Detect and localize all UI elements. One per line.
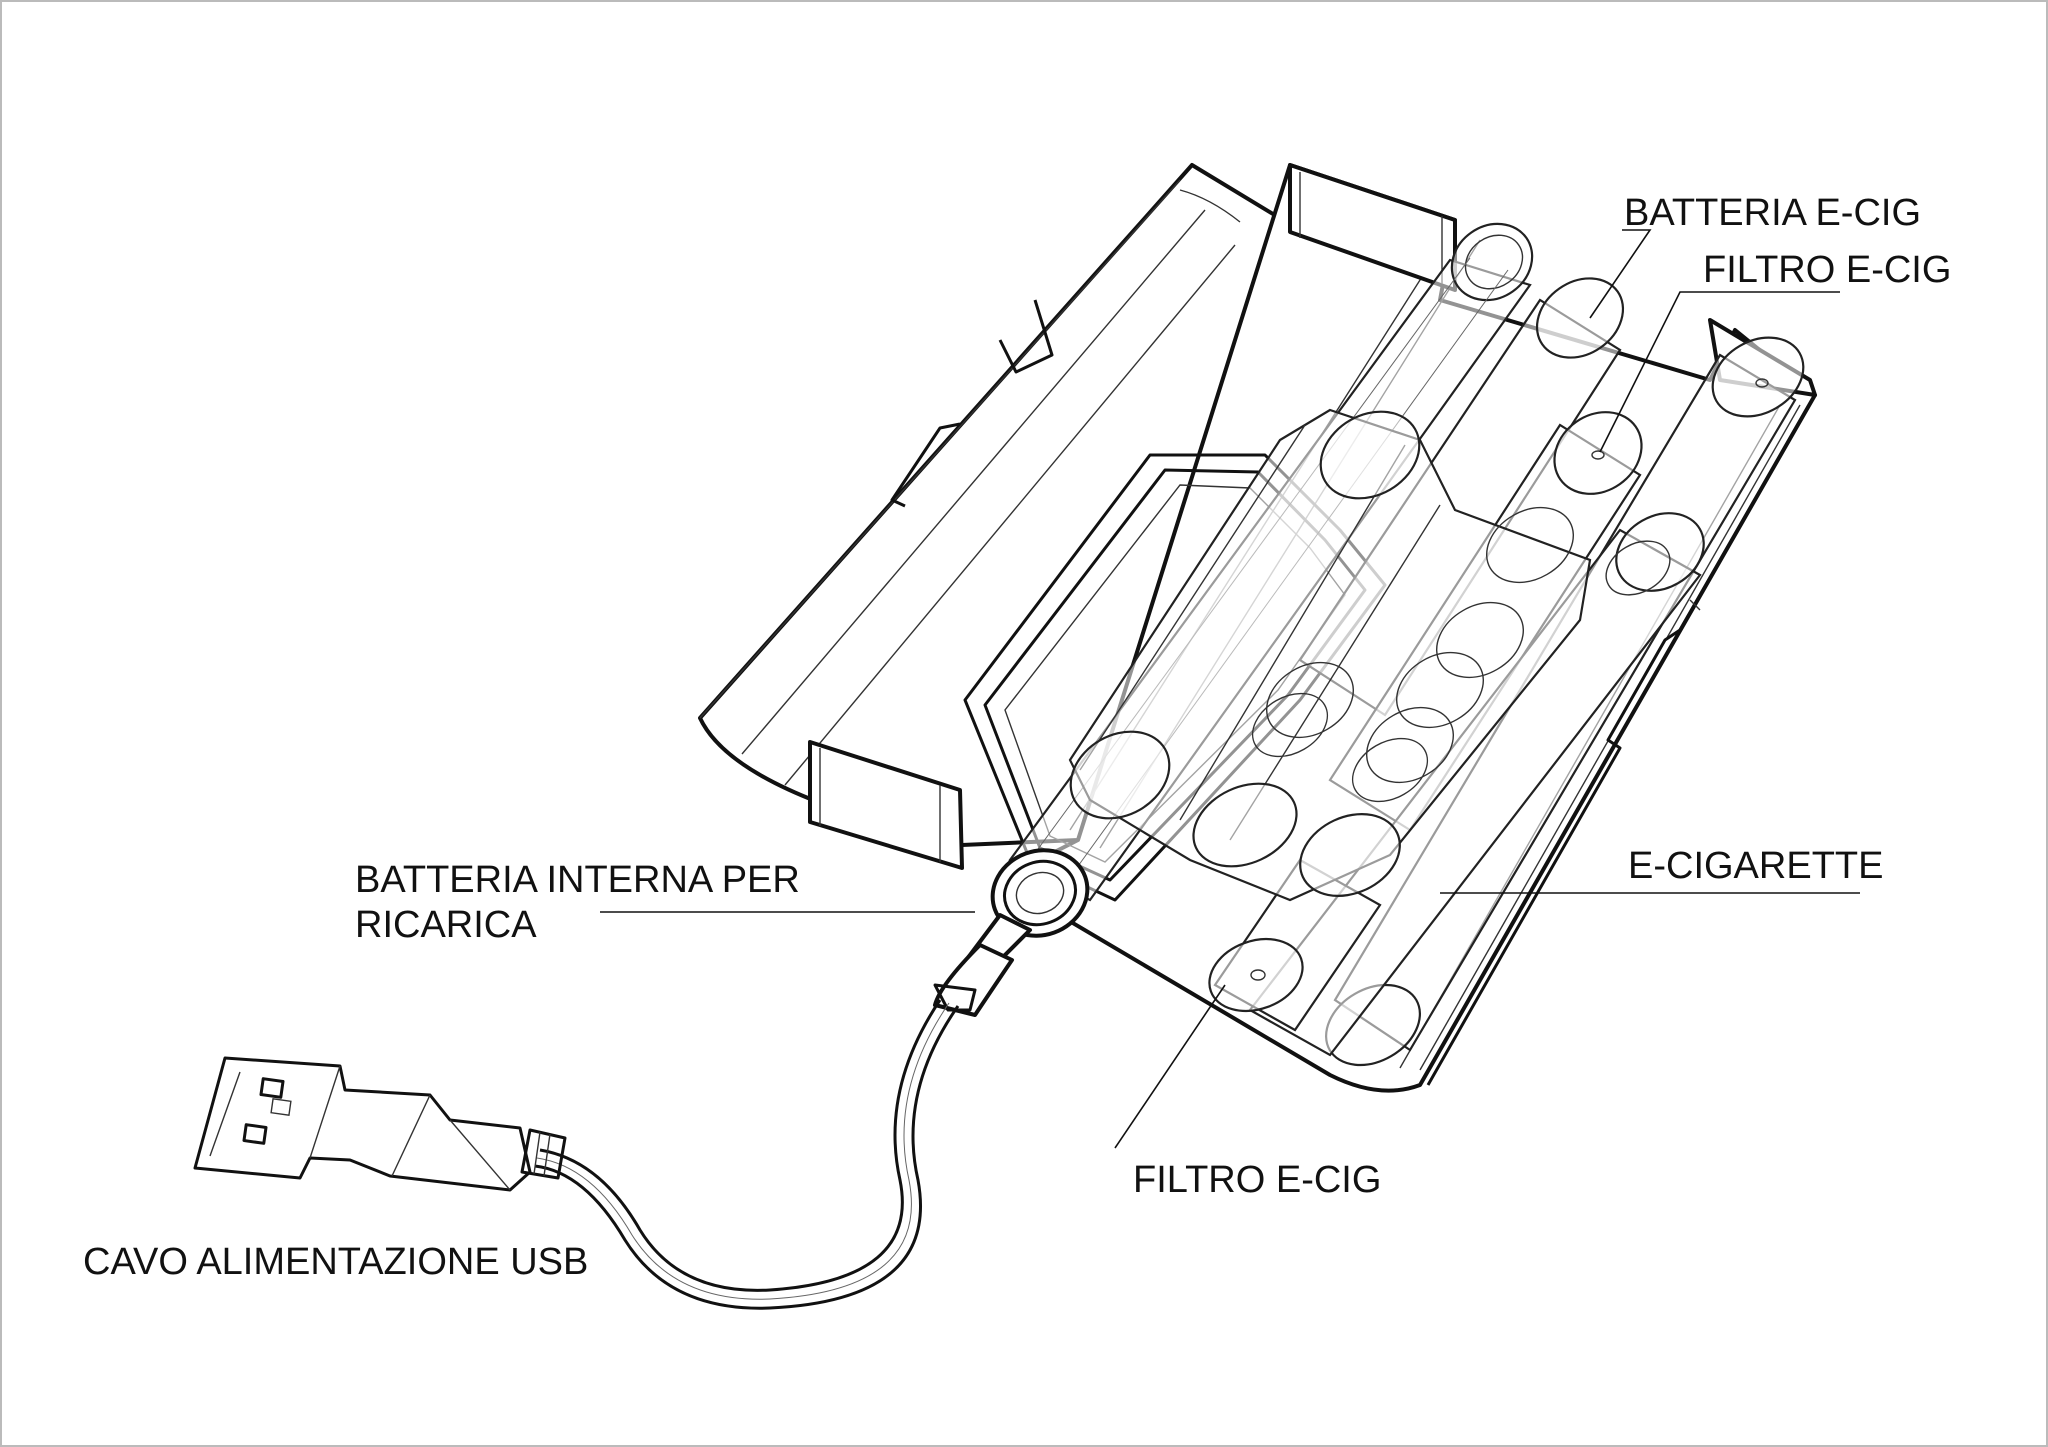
label-batteria-ecig: BATTERIA E-CIG <box>1624 192 1921 234</box>
label-batteria-interna-1: BATTERIA INTERNA PER <box>355 859 800 901</box>
label-e-cigarette: E-CIGARETTE <box>1628 845 1883 887</box>
label-filtro-ecig-top: FILTRO E-CIG <box>1703 249 1951 291</box>
charging-port <box>933 848 1090 1017</box>
usb-plug <box>193 1056 532 1192</box>
label-filtro-ecig-bottom: FILTRO E-CIG <box>1133 1159 1381 1201</box>
leader-filtro-ecig-top <box>1599 291 1840 453</box>
leader-lines <box>600 229 1860 1149</box>
usb-cable <box>520 999 960 1310</box>
leader-batteria-ecig <box>1589 229 1652 319</box>
label-batteria-interna-2: RICARICA <box>355 904 537 946</box>
labels: BATTERIA E-CIG FILTRO E-CIG E-CIGARETTE … <box>83 192 1951 1283</box>
cylinders <box>1008 222 1805 1067</box>
label-cavo-usb: CAVO ALIMENTAZIONE USB <box>83 1241 588 1283</box>
leader-filtro-ecig-bottom <box>1114 984 1226 1149</box>
